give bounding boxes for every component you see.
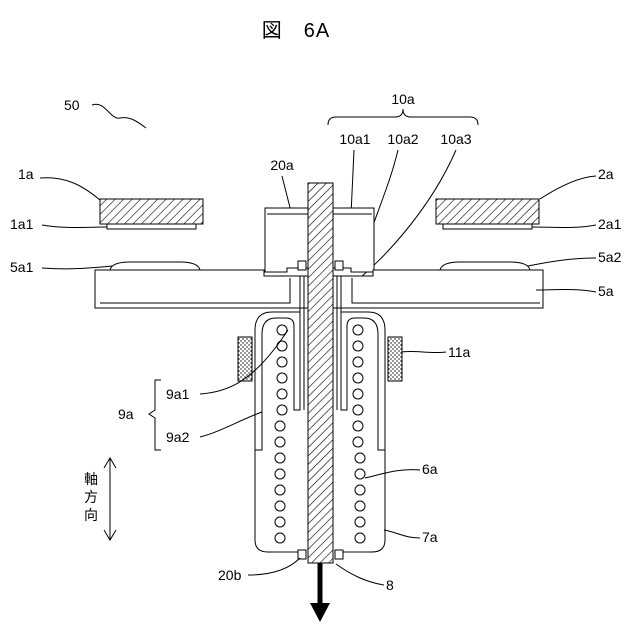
label-8: 8 [386, 577, 394, 593]
label-9a: 9a [118, 406, 134, 422]
plate-2a1 [443, 224, 532, 229]
leader-5a1 [42, 266, 112, 269]
leader-10a2 [372, 150, 398, 228]
plate-1a1 [107, 224, 196, 229]
sensor-11a-right [388, 337, 402, 381]
axial-label-char3: 向 [84, 508, 98, 524]
label-9a1: 9a1 [166, 386, 190, 402]
force-arrow-head [310, 603, 330, 622]
pad-5a2 [440, 262, 530, 270]
label-10a1: 10a1 [339, 131, 370, 147]
axial-direction-indicator: 軸 方 向 [84, 458, 116, 540]
label-10a3: 10a3 [440, 131, 471, 147]
label-10a: 10a [391, 91, 415, 107]
leader-20b [248, 558, 300, 575]
bearing-20b-left [298, 550, 306, 559]
leader-1a1 [42, 225, 107, 228]
leader-50 [92, 104, 146, 128]
brace-9a [149, 380, 161, 450]
bearing-20b-right [335, 550, 343, 559]
figure-title: 図 6A [262, 20, 330, 42]
label-1a1: 1a1 [10, 216, 34, 232]
leader-7a [384, 530, 420, 538]
label-20a: 20a [270, 157, 294, 173]
label-2a1: 2a1 [598, 216, 622, 232]
label-1a: 1a [18, 166, 34, 182]
label-11a: 11a [448, 344, 471, 360]
leader-5a2 [528, 258, 596, 266]
lower-housing-9a-right [341, 312, 385, 450]
bracket-10a [328, 109, 478, 125]
leader-6a [365, 470, 420, 478]
label-20b: 20b [218, 567, 242, 583]
leader-2a [540, 176, 596, 199]
leader-2a1 [532, 225, 596, 228]
label-2a: 2a [598, 166, 614, 182]
axial-label-char2: 方 [84, 490, 98, 506]
spring-left [275, 325, 287, 543]
pad-5a1 [110, 262, 200, 270]
label-6a: 6a [422, 461, 438, 477]
leader-9a2 [200, 412, 262, 437]
rod-8 [308, 183, 333, 563]
label-5a2: 5a2 [598, 249, 622, 265]
label-5a1: 5a1 [10, 259, 34, 275]
bearing-20a-left [298, 261, 306, 270]
label-7a: 7a [422, 529, 438, 545]
magnet-2a [436, 199, 539, 224]
leader-5a [536, 290, 596, 293]
leader-11a [402, 351, 446, 352]
spring-right [353, 325, 365, 543]
label-9a2: 9a2 [166, 429, 190, 445]
bearing-20a-right [335, 261, 343, 270]
label-5a: 5a [598, 283, 614, 299]
leader-1a [40, 178, 100, 200]
label-10a2: 10a2 [387, 131, 418, 147]
leader-8 [336, 564, 384, 585]
axial-label-char1: 軸 [84, 472, 98, 488]
label-50: 50 [64, 97, 80, 113]
magnet-1a [100, 199, 203, 224]
